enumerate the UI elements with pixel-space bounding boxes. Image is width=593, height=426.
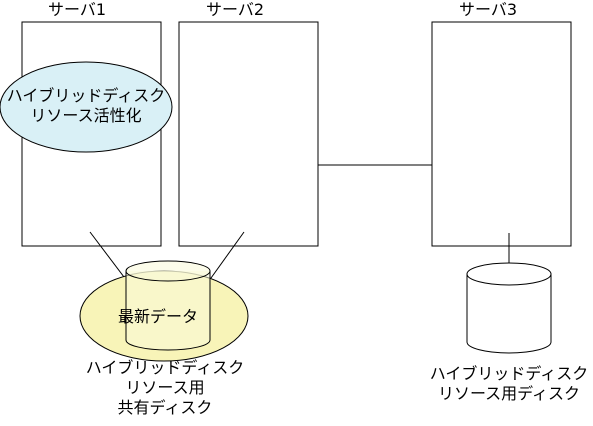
- server-2-label: サーバ2: [206, 0, 265, 19]
- shared-disk-caption-line-3: 共有ディスク: [117, 398, 213, 417]
- shared-disk-caption: ハイブリッドディスク リソース用 共有ディスク: [70, 358, 260, 418]
- server-2-box: [178, 21, 319, 247]
- activation-line-1: ハイブリッドディスク: [6, 86, 166, 105]
- server-3-disk-cylinder: [466, 262, 552, 354]
- activation-text: ハイブリッドディスク リソース活性化: [0, 86, 172, 126]
- latest-data-label: 最新データ: [118, 307, 199, 326]
- shared-disk-caption-line-2: リソース用: [125, 378, 205, 397]
- shared-disk-caption-line-1: ハイブリッドディスク: [85, 358, 245, 377]
- activation-line-2: リソース活性化: [30, 106, 142, 125]
- server-2-disk-link: [205, 231, 245, 286]
- server-3-disk-caption-line-1: ハイブリッドディスク: [429, 364, 589, 383]
- server-1-label: サーバ1: [48, 0, 107, 19]
- server-3-disk-caption-line-2: リソース用ディスク: [437, 384, 581, 403]
- server-3-label: サーバ3: [459, 0, 518, 19]
- activation-ellipse: [0, 61, 173, 153]
- shared-disk-cylinder: [125, 260, 211, 351]
- server-3-disk-caption: ハイブリッドディスク リソース用ディスク: [418, 364, 593, 404]
- server-3-box: [431, 21, 572, 247]
